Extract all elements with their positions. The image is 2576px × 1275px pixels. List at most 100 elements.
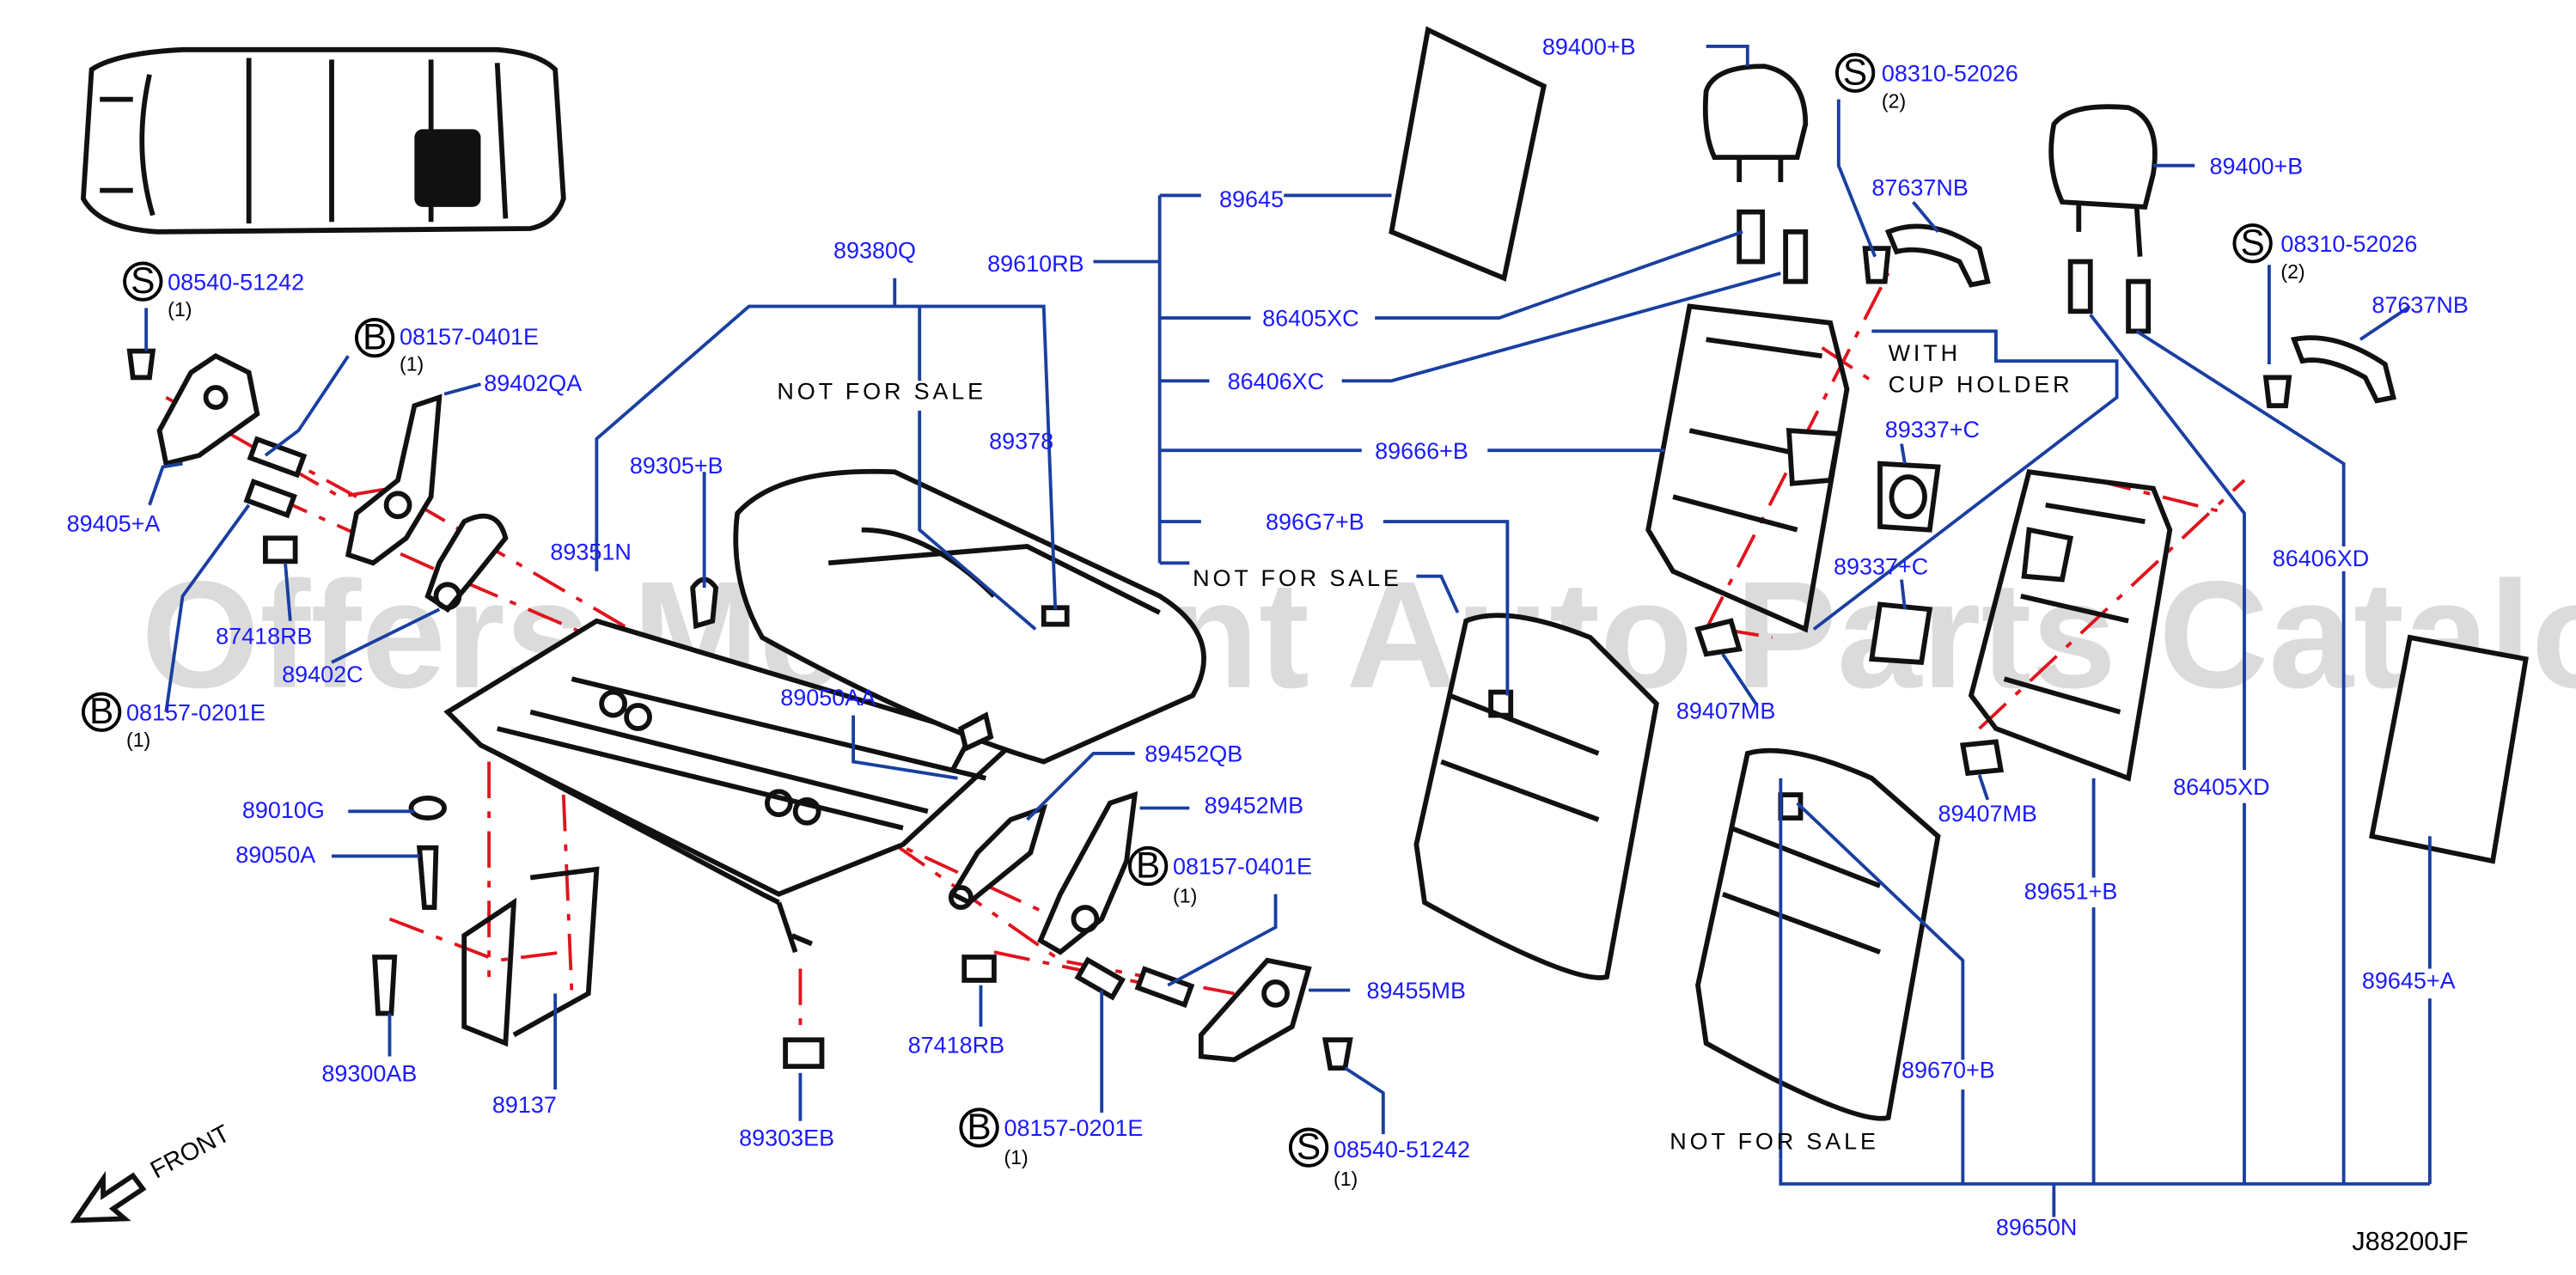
not-for-sale-seatback-right: NOT FOR SALE — [1670, 1129, 1879, 1155]
label-89610RB: 89610RB — [987, 251, 1084, 277]
with-cup-holder-line2: CUP HOLDER — [1889, 372, 2073, 398]
label-89651B: 89651+B — [2024, 879, 2118, 905]
label-89337C-b: 89337+C — [1834, 554, 1928, 580]
label-08157-0401E-left: 08157-0401E — [400, 324, 539, 350]
marker-b-08157-0201E-left: B — [81, 691, 122, 732]
label-89645A: 89645+A — [2362, 968, 2456, 994]
marker-b-08157-0201E-right: B — [959, 1107, 999, 1148]
label-89050AA: 89050AA — [780, 685, 876, 711]
bolt-89300AB — [372, 955, 398, 1016]
label-89400B-left: 89400+B — [1542, 34, 1636, 60]
cap-87418RB-left — [263, 535, 298, 564]
label-08157-0201E-right: 08157-0201E — [1004, 1115, 1143, 1141]
qty-08157-0401E-left: (1) — [400, 353, 424, 375]
label-08157-0401E-right: 08157-0401E — [1173, 854, 1312, 880]
label-86405XD: 86405XD — [2173, 774, 2269, 800]
label-89010G: 89010G — [242, 797, 325, 823]
label-89407MB-left: 89407MB — [1676, 698, 1775, 723]
label-89400B-right: 89400+B — [2210, 153, 2304, 179]
label-87637NB-left: 87637NB — [1871, 174, 1968, 200]
screw-08310-right — [2262, 375, 2292, 409]
label-86406XC: 86406XC — [1228, 369, 1324, 394]
label-86406XD: 86406XD — [2273, 546, 2369, 571]
not-for-sale-cushion: NOT FOR SALE — [777, 378, 986, 404]
label-87418RB-right: 87418RB — [908, 1033, 1004, 1058]
qty-08310-right: (2) — [2280, 260, 2304, 283]
marker-b-08157-0401E-right: B — [1128, 845, 1169, 887]
seatback-cover-89670B — [1695, 747, 1941, 1121]
label-89452QB: 89452QB — [1145, 741, 1242, 767]
vehicle-thumbnail — [80, 46, 566, 235]
recliner-cover-left — [156, 353, 260, 467]
handle-87637NB-left — [1884, 223, 1991, 288]
marker-s-08310-left: S — [1834, 52, 1876, 93]
svg-text:B: B — [967, 1107, 991, 1147]
label-89337C-a: 89337+C — [1885, 417, 1980, 442]
marker-s-08310-right: S — [2232, 223, 2273, 264]
bolt-89050AA — [950, 711, 994, 772]
bolt-08157-0401E-left — [247, 436, 308, 479]
seat-frame-89351N — [443, 618, 1016, 954]
label-89645: 89645 — [1219, 186, 1284, 212]
headrest-89400B-right — [2048, 104, 2158, 257]
qty-08157-0201E-right: (1) — [1004, 1146, 1028, 1168]
cup-holder-89337C-a — [1877, 461, 1941, 533]
label-896G7B: 896G7+B — [1266, 509, 1364, 535]
bolt-08157-0401E-right — [1134, 966, 1195, 1009]
front-label: FRONT — [146, 1119, 235, 1184]
recliner-link-89402C — [424, 513, 509, 613]
board-89645 — [1389, 26, 1547, 282]
link-89452QB — [948, 803, 1048, 911]
cover-89455MB — [1198, 957, 1312, 1063]
with-cup-holder-line1: WITH — [1889, 340, 1961, 366]
recliner-89402QA — [345, 393, 443, 566]
label-89305B: 89305+B — [630, 453, 723, 479]
label-86405XC: 86405XC — [1262, 306, 1358, 332]
handle-87637NB-right — [2290, 335, 2396, 404]
svg-text:B: B — [1136, 845, 1160, 885]
label-08310-52026-left: 08310-52026 — [1882, 60, 2018, 86]
front-arrow — [70, 1170, 147, 1223]
board-89645A — [2369, 634, 2529, 864]
diagram-code: J88200JF — [2352, 1226, 2468, 1256]
label-87418RB-left: 87418RB — [216, 624, 312, 650]
cap-87418RB-right — [961, 955, 997, 983]
label-89402QA: 89402QA — [484, 370, 582, 396]
frame-89137 — [461, 866, 600, 1047]
guide-right — [2067, 259, 2152, 334]
label-89650N: 89650N — [1996, 1215, 2077, 1241]
label-89351N: 89351N — [550, 539, 631, 564]
recliner-89452MB — [1037, 790, 1138, 955]
qty-08157-0401E-right: (1) — [1173, 884, 1197, 906]
label-89405A: 89405+A — [67, 511, 161, 537]
qty-08310-left: (2) — [1882, 89, 1906, 112]
qty-08540-left: (1) — [168, 298, 192, 320]
stopper-89303EB — [783, 1037, 825, 1070]
label-87637NB-right: 87637NB — [2372, 292, 2468, 318]
label-89303EB: 89303EB — [739, 1126, 834, 1151]
seatback-frame-89651B-left — [1645, 303, 1850, 633]
bolt-89050A — [417, 845, 439, 911]
marker-s-08540-right: S — [1288, 1126, 1329, 1168]
bolt-08157-0201E-left — [243, 478, 297, 519]
label-89407MB-right: 89407MB — [1938, 801, 2036, 827]
marker-s-08540-left: S — [123, 260, 163, 302]
label-89670B: 89670+B — [1901, 1058, 1995, 1083]
leader-lines — [144, 45, 2432, 1217]
screw-08310-left — [1862, 246, 1891, 284]
label-89137: 89137 — [492, 1092, 557, 1118]
label-89378: 89378 — [989, 428, 1053, 454]
headrest-89400B-left — [1702, 64, 1809, 182]
bolt-08157-0201E-right — [1074, 956, 1126, 1001]
label-89050A: 89050A — [235, 842, 315, 868]
label-08540-51242-left: 08540-51242 — [168, 269, 304, 295]
screw-08540-right — [1322, 1037, 1353, 1071]
svg-text:S: S — [2240, 223, 2264, 263]
screw-08540-left — [126, 348, 156, 381]
trim-89407MB-left — [1694, 618, 1743, 657]
label-89455MB: 89455MB — [1367, 978, 1466, 1004]
seatback-cover-896G7B — [1413, 613, 1659, 980]
label-08157-0201E-left: 08157-0201E — [126, 699, 266, 725]
qty-08540-right: (1) — [1334, 1168, 1358, 1190]
